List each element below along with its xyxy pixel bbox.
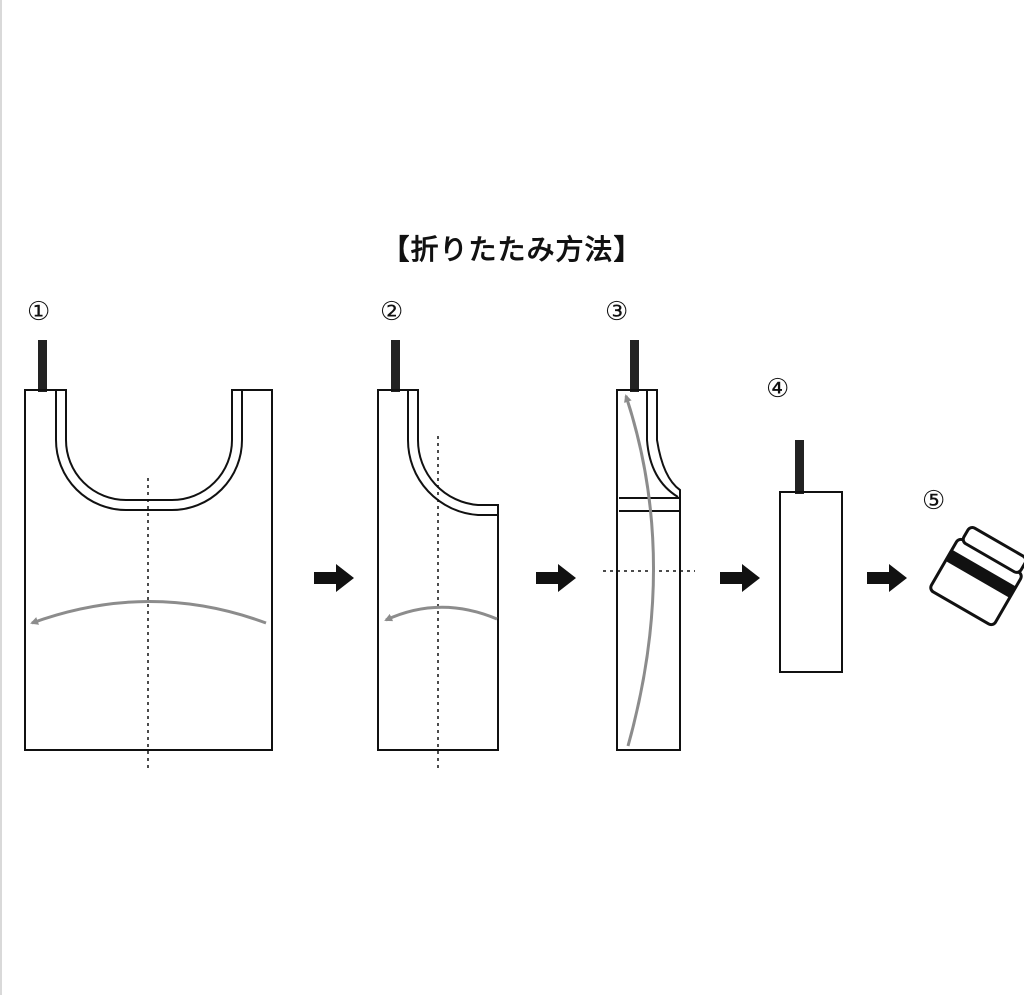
step-2-number: ②	[380, 297, 404, 327]
step-3-handle	[630, 340, 639, 392]
step-5-handle-band	[944, 549, 1017, 599]
step-4-number: ④	[766, 374, 790, 404]
step-1-handle	[38, 340, 47, 392]
diagram-title: 【折りたたみ方法】	[381, 233, 643, 266]
step-1-bag	[24, 340, 273, 770]
step-2-fold-arrow	[384, 605, 498, 622]
step-1-opening-inner	[55, 390, 243, 511]
step-arrow-4	[867, 564, 907, 592]
step-1-fold-arrow	[30, 600, 267, 625]
left-edge-divider	[0, 0, 2, 995]
step-4-bag-outline	[779, 491, 843, 673]
step-arrow-3	[720, 564, 760, 592]
step-3-opening-inner	[646, 390, 679, 498]
step-5-number: ⑤	[922, 486, 946, 516]
step-arrow-2	[536, 564, 576, 592]
step-1-number: ①	[27, 297, 51, 327]
step-4-handle	[795, 440, 804, 494]
step-2-bag	[377, 340, 499, 770]
step-2-handle	[391, 340, 400, 392]
step-5-roll-top-edge	[961, 525, 1024, 574]
step-2-opening-inner	[406, 390, 498, 516]
step-5-rolled-bag	[929, 525, 1024, 627]
step-3-bag-outline	[616, 389, 681, 751]
step-3-number: ③	[605, 297, 629, 327]
step-3-fold-arrow	[624, 394, 655, 747]
step-3-bag	[603, 340, 695, 751]
step-2-bag-outline	[377, 389, 499, 751]
step-1-bag-outline	[24, 389, 273, 751]
step-arrow-1	[314, 564, 354, 592]
step-4-bag	[779, 440, 843, 673]
